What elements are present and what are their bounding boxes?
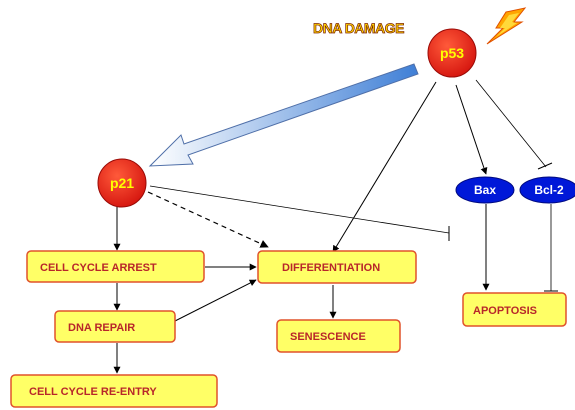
node-bax-label: Bax — [474, 183, 496, 197]
node-p53-label: p53 — [440, 45, 464, 61]
node-p21: p21 — [97, 158, 147, 208]
edge-dna-repair-differentiation — [174, 279, 257, 322]
edge-bcl2-apoptosis-inhibit — [544, 204, 558, 292]
p53-to-p21-big-arrow — [148, 63, 419, 167]
edge-p53-bcl2-inhibit — [475, 79, 553, 170]
node-senescence-label: SENESCENCE — [290, 331, 366, 343]
node-cell-cycle-reentry: CELL CYCLE RE-ENTRY — [10, 374, 218, 408]
edge-p21-apoptosis-inhibit — [149, 185, 450, 241]
node-cell-cycle-arrest-label: CELL CYCLE ARREST — [40, 262, 157, 274]
edge-p53-differentiation — [332, 81, 437, 253]
node-senescence: SENESCENCE — [276, 319, 401, 353]
node-p53: p53 — [427, 28, 477, 78]
node-dna-repair-label: DNA REPAIR — [68, 322, 135, 334]
node-apoptosis: APOPTOSIS — [462, 292, 567, 327]
node-apoptosis-label: APOPTOSIS — [473, 305, 537, 317]
diagram-title: DNA DAMAGE — [313, 20, 404, 36]
node-bcl2-label: Bcl-2 — [534, 183, 564, 197]
lightning-bolt-icon — [486, 7, 527, 45]
node-p21-label: p21 — [110, 175, 134, 191]
node-cell-cycle-reentry-label: CELL CYCLE RE-ENTRY — [29, 386, 157, 398]
node-bax: Bax — [455, 176, 515, 204]
node-bcl2: Bcl-2 — [519, 176, 575, 204]
node-cell-cycle-arrest: CELL CYCLE ARREST — [26, 250, 205, 283]
node-dna-repair: DNA REPAIR — [54, 310, 176, 343]
node-differentiation: DIFFERENTIATION — [257, 250, 417, 284]
node-differentiation-label: DIFFERENTIATION — [282, 262, 380, 274]
edge-p53-bax — [455, 84, 488, 175]
edge-p21-differentiation-dashed — [147, 191, 269, 248]
